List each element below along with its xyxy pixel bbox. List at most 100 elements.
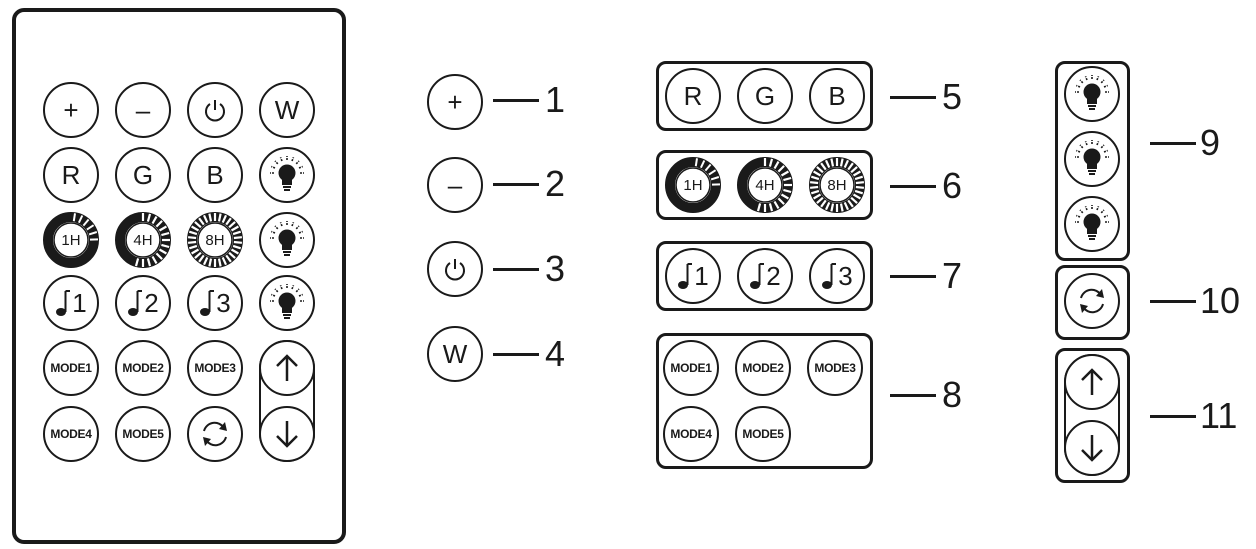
group-speed	[1055, 348, 1130, 483]
music-note-icon	[749, 260, 765, 292]
music-note-icon	[677, 260, 693, 292]
legend-r-button: R	[665, 68, 721, 124]
arrow-down-icon	[1078, 432, 1106, 464]
timer-4h-button[interactable]: 4H	[115, 212, 171, 268]
mode3-button[interactable]: MODE3	[187, 340, 243, 396]
legend-music-1: 1	[665, 248, 721, 304]
timer-ring-icon	[737, 157, 793, 213]
timer-1h-label: 1H	[61, 231, 81, 249]
legend-mode4: MODE4	[663, 406, 719, 462]
timer-ring-icon	[809, 157, 865, 213]
callout-10: 10	[1200, 280, 1241, 321]
g-button[interactable]: G	[115, 147, 171, 203]
music-note-icon	[127, 287, 143, 319]
arrow-up-icon	[273, 352, 301, 384]
bulb-icon	[1070, 72, 1114, 116]
remote-body	[12, 8, 346, 544]
mode4-button[interactable]: MODE4	[43, 406, 99, 462]
cycle-button[interactable]	[187, 406, 243, 462]
legend-timer-8h: 8H	[809, 157, 865, 213]
brightness-low-button[interactable]	[259, 275, 315, 331]
mode2-button[interactable]: MODE2	[115, 340, 171, 396]
timer-ring-icon	[43, 212, 99, 268]
timer-ring-icon	[665, 157, 721, 213]
music-note-icon	[199, 287, 215, 319]
legend-g-button: G	[737, 68, 793, 124]
legend-bulb-high	[1064, 66, 1120, 122]
timer-8h-label: 8H	[205, 231, 225, 249]
callout-line-2	[493, 183, 539, 186]
group-modes	[656, 333, 873, 469]
callout-line-4	[493, 353, 539, 356]
legend-mode2: MODE2	[735, 340, 791, 396]
group-rgb	[656, 61, 873, 131]
legend-minus-button: –	[427, 157, 483, 213]
callout-2: 2	[545, 163, 566, 204]
bulb-icon	[265, 281, 309, 325]
legend-arrow-up	[1064, 354, 1120, 410]
timer-8h-button[interactable]: 8H	[187, 212, 243, 268]
callout-7: 7	[942, 255, 963, 296]
w-button[interactable]: W	[259, 82, 315, 138]
r-button[interactable]: R	[43, 147, 99, 203]
legend-b-button: B	[809, 68, 865, 124]
callout-line-7	[890, 275, 936, 278]
cycle-icon	[1075, 284, 1109, 318]
music-2-button[interactable]: 2	[115, 275, 171, 331]
plus-button[interactable]: +	[43, 82, 99, 138]
bulb-icon	[1070, 202, 1114, 246]
music-1-button[interactable]: 1	[43, 275, 99, 331]
callout-line-3	[493, 268, 539, 271]
brightness-high-button[interactable]	[259, 147, 315, 203]
legend-bulb-mid	[1064, 131, 1120, 187]
legend-cycle	[1064, 273, 1120, 329]
group-timers	[656, 150, 873, 220]
callout-3: 3	[545, 248, 566, 289]
callout-6: 6	[942, 165, 963, 206]
minus-button[interactable]: –	[115, 82, 171, 138]
legend-plus-button: +	[427, 74, 483, 130]
power-button[interactable]	[187, 82, 243, 138]
music-3-button[interactable]: 3	[187, 275, 243, 331]
callout-line-1	[493, 99, 539, 102]
music-note-icon	[821, 260, 837, 292]
arrow-down-icon	[273, 418, 301, 450]
callout-line-11	[1150, 415, 1196, 418]
b-button[interactable]: B	[187, 147, 243, 203]
music-note-icon	[55, 287, 71, 319]
legend-timer-4h: 4H	[737, 157, 793, 213]
group-brightness	[1055, 61, 1130, 261]
legend-music-2: 2	[737, 248, 793, 304]
group-music	[656, 241, 873, 311]
mode5-button[interactable]: MODE5	[115, 406, 171, 462]
callout-8: 8	[942, 374, 963, 415]
timer-1h-button[interactable]: 1H	[43, 212, 99, 268]
callout-5: 5	[942, 76, 963, 117]
arrow-up-icon	[1078, 366, 1106, 398]
callout-1: 1	[545, 79, 566, 120]
legend-w-button: W	[427, 326, 483, 382]
callout-line-8	[890, 394, 936, 397]
callout-line-5	[890, 96, 936, 99]
legend-mode3: MODE3	[807, 340, 863, 396]
bulb-icon	[265, 218, 309, 262]
callout-line-10	[1150, 300, 1196, 303]
legend-mode5: MODE5	[735, 406, 791, 462]
timer-ring-icon	[187, 212, 243, 268]
brightness-mid-button[interactable]	[259, 212, 315, 268]
callout-line-9	[1150, 142, 1196, 145]
callout-11: 11	[1200, 395, 1238, 436]
callout-4: 4	[545, 333, 566, 374]
timer-ring-icon	[115, 212, 171, 268]
speed-up-button[interactable]	[259, 340, 315, 396]
speed-down-button[interactable]	[259, 406, 315, 462]
power-icon	[202, 97, 228, 123]
callout-line-6	[890, 185, 936, 188]
legend-music-3: 3	[809, 248, 865, 304]
timer-4h-label: 4H	[133, 231, 153, 249]
power-icon	[442, 256, 468, 282]
legend-mode1: MODE1	[663, 340, 719, 396]
legend-arrow-down	[1064, 420, 1120, 476]
mode1-button[interactable]: MODE1	[43, 340, 99, 396]
legend-power-button	[427, 241, 483, 297]
